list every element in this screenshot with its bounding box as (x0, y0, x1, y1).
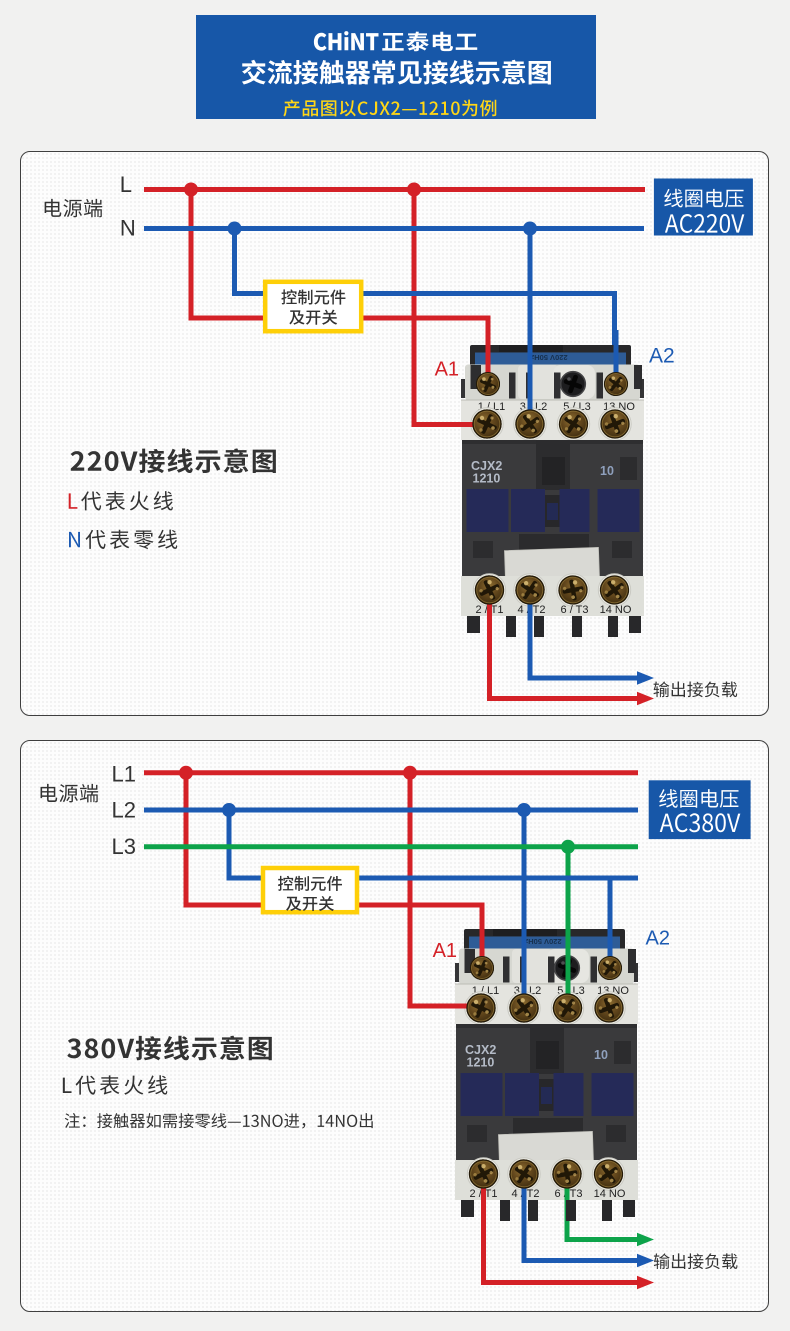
svg-text:N: N (120, 216, 136, 241)
svg-text:A2: A2 (646, 928, 670, 950)
svg-text:L: L (120, 172, 132, 197)
svg-text:L1: L1 (112, 761, 136, 786)
svg-text:L2: L2 (112, 798, 136, 823)
svg-text:A2: A2 (649, 345, 675, 368)
svg-text:L3: L3 (112, 834, 136, 859)
svg-text:A1: A1 (433, 940, 457, 962)
svg-text:A1: A1 (435, 359, 459, 381)
